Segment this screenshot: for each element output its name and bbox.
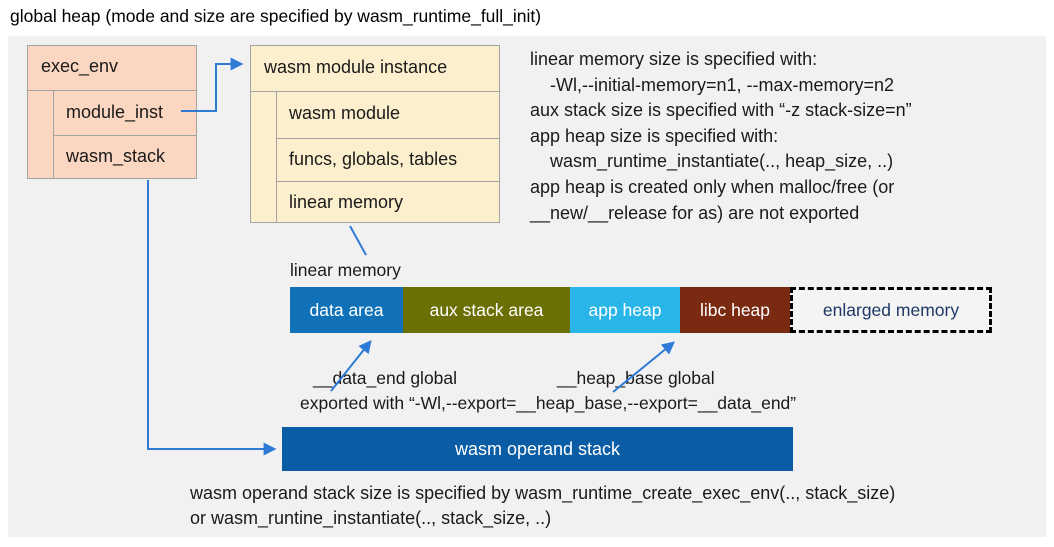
segment-data-area: data area [290, 287, 403, 333]
notes-top: linear memory size is specified with: -W… [530, 47, 1042, 226]
divider [28, 90, 196, 91]
divider [251, 91, 499, 92]
divider [276, 138, 499, 139]
row-funcs-globals-tables: funcs, globals, tables [289, 149, 458, 169]
divider [276, 181, 499, 182]
annotation-heap-base-global: __heap_base global [557, 368, 715, 388]
exec-env-box: exec_env module_inst wasm_stack [27, 45, 197, 179]
note-line: linear memory size is specified with: [530, 49, 818, 69]
divider [53, 135, 196, 136]
divider [53, 90, 54, 178]
note-line: aux stack size is specified with “-z sta… [530, 100, 912, 121]
divider [276, 91, 277, 222]
segment-enlarged-memory: enlarged memory [790, 287, 992, 333]
module-instance-header: wasm module instance [264, 57, 448, 77]
exec-env-row-module-inst: module_inst [66, 102, 164, 122]
note-line: or wasm_runtine_instantiate(.., stack_si… [190, 508, 552, 528]
annotation-data-end-global: __data_end global [313, 368, 458, 388]
note-line: app heap size is specified with: [530, 125, 779, 146]
row-wasm-module: wasm module [289, 103, 401, 123]
note-line: app heap is created only when malloc/fre… [530, 176, 895, 197]
note-line: __new/__release for as) are not exported [530, 202, 860, 223]
note-line: -Wl,--initial-memory=n1, --max-memory=n2 [550, 74, 895, 95]
annotation-exported: exported with “-Wl,--export=__heap_base,… [300, 393, 797, 413]
linear-memory-bar: data area aux stack area app heap libc h… [290, 287, 992, 333]
segment-app-heap: app heap [570, 287, 680, 333]
module-instance-box: wasm module instance wasm module funcs, … [250, 45, 500, 223]
diagram-title: global heap (mode and size are specified… [10, 6, 542, 26]
segment-aux-stack-area: aux stack area [403, 287, 570, 333]
operand-stack-bar: wasm operand stack [282, 427, 793, 471]
note-line: wasm_runtime_instantiate(.., heap_size, … [550, 151, 894, 172]
segment-libc-heap: libc heap [680, 287, 790, 333]
notes-bottom: wasm operand stack size is specified by … [190, 481, 895, 531]
note-line: wasm operand stack size is specified by … [190, 483, 896, 503]
row-linear-memory: linear memory [289, 192, 404, 212]
exec-env-header: exec_env [41, 56, 119, 76]
exec-env-row-wasm-stack: wasm_stack [66, 146, 166, 166]
linear-memory-label: linear memory [290, 260, 401, 280]
